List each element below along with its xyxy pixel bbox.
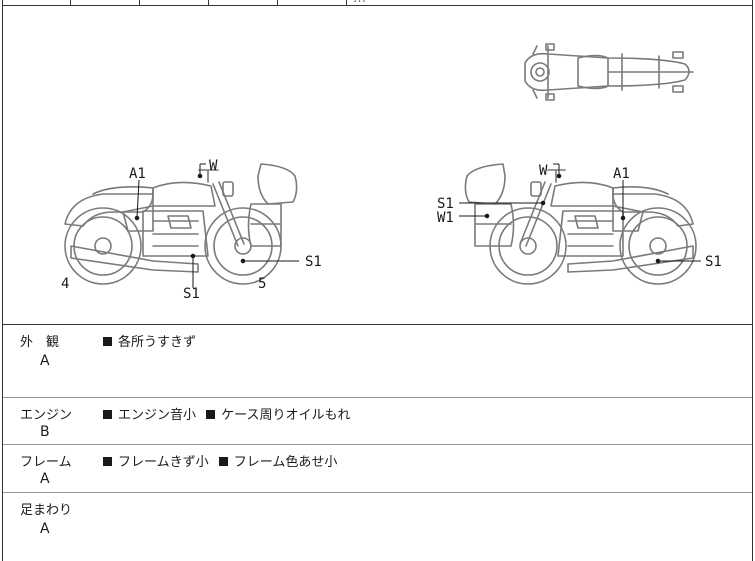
label-s1-right-rear: S1 bbox=[705, 254, 722, 270]
square-bullet-icon bbox=[206, 410, 216, 419]
right-side-motorcycle bbox=[464, 163, 697, 285]
note-item: 各所うすきず bbox=[103, 331, 196, 350]
header-divider bbox=[139, 0, 140, 6]
left-side-motorcycle bbox=[64, 163, 298, 285]
note-text: フレーム色あせ小 bbox=[233, 455, 338, 470]
note-item: フレームきず小 bbox=[103, 451, 209, 470]
note-text: フレームきず小 bbox=[118, 455, 209, 470]
note-item: ケース周りオイルもれ bbox=[206, 404, 351, 423]
top-view-motorcycle bbox=[524, 43, 694, 101]
header-cut-text: … bbox=[353, 0, 366, 6]
header-divider bbox=[346, 0, 347, 6]
row-notes: フレームきず小 フレーム色あせ小 bbox=[103, 451, 343, 470]
row-grade: B bbox=[40, 424, 50, 440]
note-item: フレーム色あせ小 bbox=[218, 451, 338, 470]
note-text: エンジン音小 bbox=[118, 408, 197, 423]
label-s1-left-mid: S1 bbox=[183, 286, 200, 302]
row-suspension: 足まわり A bbox=[3, 493, 752, 561]
row-engine: エンジン B エンジン音小 ケース周りオイルもれ bbox=[3, 398, 752, 445]
square-bullet-icon bbox=[218, 457, 228, 466]
note-text: 各所うすきず bbox=[118, 335, 197, 350]
header-divider bbox=[208, 0, 209, 6]
header-divider bbox=[277, 0, 278, 6]
note-text: ケース周りオイルもれ bbox=[221, 408, 351, 423]
row-label: 外 観 bbox=[20, 335, 60, 350]
row-grade: A bbox=[40, 521, 50, 537]
note-item: エンジン音小 bbox=[103, 404, 196, 423]
label-s1-right-front: S1 bbox=[437, 196, 454, 212]
row-frame: フレーム A フレームきず小 フレーム色あせ小 bbox=[3, 445, 752, 493]
row-grade: A bbox=[40, 471, 50, 487]
label-a1-left: A1 bbox=[129, 166, 146, 182]
motorcycle-diagram: A1 W S1 S1 4 5 W A1 S1 W1 S1 bbox=[3, 6, 752, 325]
row-label: フレーム bbox=[20, 455, 72, 470]
header-divider bbox=[70, 0, 71, 6]
label-s1-left-front: S1 bbox=[305, 254, 322, 270]
row-label: 足まわり bbox=[20, 503, 73, 518]
label-w-right: W bbox=[539, 163, 548, 179]
row-grade: A bbox=[40, 353, 50, 369]
label-4: 4 bbox=[61, 276, 69, 292]
row-exterior: 外 観 A 各所うすきず bbox=[3, 325, 752, 398]
label-5: 5 bbox=[258, 276, 266, 292]
row-notes: エンジン音小 ケース周りオイルもれ bbox=[103, 404, 357, 423]
row-label: エンジン bbox=[20, 408, 73, 423]
square-bullet-icon bbox=[103, 337, 112, 346]
label-w-left: W bbox=[209, 158, 218, 174]
square-bullet-icon bbox=[103, 457, 112, 466]
square-bullet-icon bbox=[103, 410, 112, 419]
row-notes: 各所うすきず bbox=[103, 331, 202, 350]
header-strip: … bbox=[3, 0, 752, 6]
label-w1-right: W1 bbox=[437, 210, 454, 226]
label-a1-right: A1 bbox=[613, 166, 630, 182]
motorcycle-diagram-svg: A1 W S1 S1 4 5 W A1 S1 W1 S1 bbox=[61, 43, 722, 302]
